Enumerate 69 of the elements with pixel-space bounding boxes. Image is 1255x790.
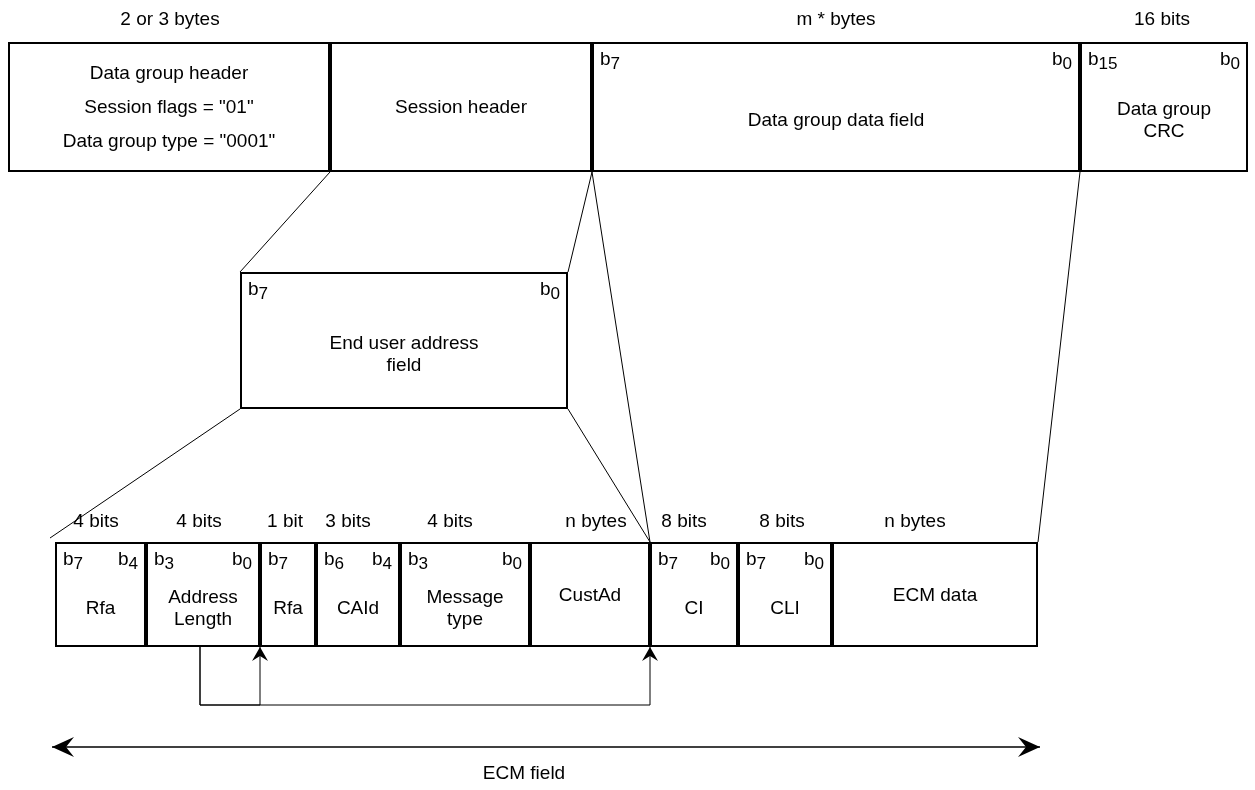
bit-field [146,542,260,647]
field-label: CI [684,596,704,619]
expansion-line [239,171,331,273]
bit-label: b$_{15}$ [1088,48,1118,74]
field-label: Data group data field [747,109,925,131]
field-label: Rfa [85,596,116,619]
bit-label: b$_{4}$ [117,548,138,574]
bit-label: b$_{0}$ [1219,48,1240,74]
header-field [8,42,330,172]
expansion-line [1037,171,1081,543]
data-field [832,542,1038,647]
bit-label: b$_{0}$ [803,548,824,574]
field-label: CustAd [558,583,622,606]
expansion-line [591,171,651,543]
bit-label: b$_{0}$ [709,548,730,574]
bit-label: b$_{3}$ [408,548,429,574]
data-field [592,42,1080,172]
size-label: 4 bits [427,510,473,532]
field-label: Data group type = "0001" [62,129,276,153]
bit-label: b$_{7}$ [268,548,289,574]
field-label: Address Length [167,585,239,630]
bit-label: b$_{7}$ [600,48,621,74]
bit-label: b$_{3}$ [154,548,175,574]
field-label: Message type [425,585,505,630]
bit-field [738,542,832,647]
field-label: CLI [770,596,800,619]
field-label: CAId [336,596,380,619]
field-label: Rfa [273,596,303,619]
bit-label: b$_{4}$ [371,548,392,574]
bit-field [650,542,738,647]
bit-label: b$_{0}$ [539,278,560,304]
field-label: End user address field [329,331,479,376]
expansion-line [567,171,593,273]
bit-label: b$_{7}$ [63,548,84,574]
bit-label: b$_{6}$ [324,548,345,574]
field-label: Data group header [89,61,249,85]
size-label: 16 bits [1134,8,1190,30]
crc-field [1080,42,1248,172]
expansion-line [49,408,241,539]
field-label: Data group CRC [1116,98,1212,142]
bit-field [55,542,146,647]
address-field [240,272,568,409]
size-label: 4 bits [73,510,119,532]
bit-field [400,542,530,647]
size-label: 8 bits [661,510,707,532]
field-label: Session flags = "01" [84,95,254,119]
bit-label: b$_{0}$ [501,548,522,574]
field-label: Session header [394,96,527,118]
size-label: n bytes [884,510,946,532]
bit-field [530,542,650,647]
bit-label: b$_{0}$ [231,548,252,574]
size-label: m * bytes [796,8,876,30]
bit-label: b$_{7}$ [746,548,767,574]
header-field [330,42,592,172]
pointer-arrow [199,646,658,706]
bit-label: b$_{0}$ [1051,48,1072,74]
bit-field [260,542,316,647]
size-label: 8 bits [759,510,805,532]
expansion-line [567,408,651,543]
size-label: 1 bit [267,510,303,532]
size-label: 3 bits [325,510,371,532]
span-label: ECM field [482,762,566,784]
bit-field [316,542,400,647]
field-label: ECM data [892,583,978,606]
size-label: 2 or 3 bytes [120,8,220,30]
size-label: n bytes [565,510,627,532]
bit-label: b$_{7}$ [248,278,269,304]
size-label: 4 bits [176,510,222,532]
bit-label: b$_{7}$ [658,548,679,574]
